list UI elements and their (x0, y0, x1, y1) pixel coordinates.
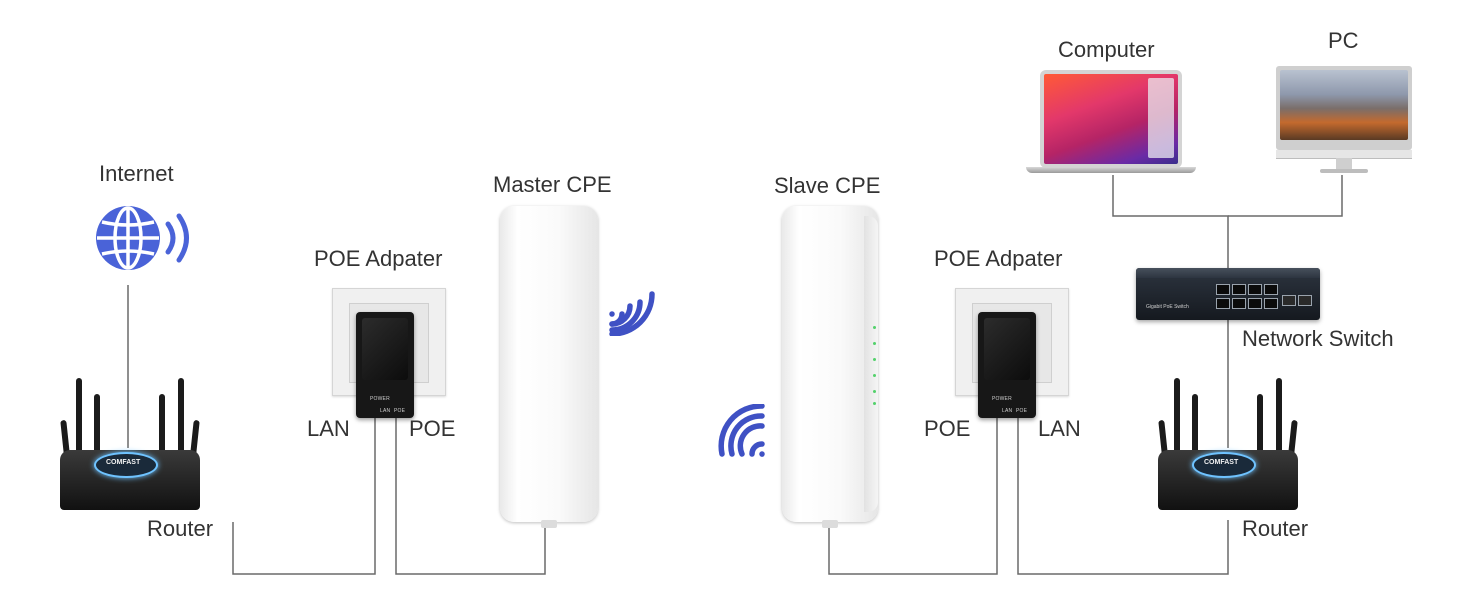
computer-label: Computer (1058, 37, 1155, 62)
router-left: COMFAST (54, 378, 204, 514)
wire-slave-poe (828, 418, 998, 575)
poe-right-poe-text: POE (1016, 408, 1028, 414)
wifi-signal-icon (718, 404, 765, 457)
poe-right-poe-label: POE (924, 416, 971, 441)
wire-router-lan (232, 418, 376, 575)
switch-label-text: Gigabit PoE Switch (1146, 304, 1189, 310)
poe-left-poe-text: POE (394, 408, 406, 414)
poe-left-poe-label: POE (409, 416, 456, 441)
network-switch-label: Network Switch (1242, 326, 1394, 351)
internet-label: Internet (99, 161, 174, 186)
wire-switch-computers (1112, 175, 1229, 268)
network-switch-device: Gigabit PoE Switch (1136, 268, 1320, 320)
poe-right-lan-text: LAN (1002, 408, 1013, 414)
poe-adapter-left-label: POE Adpater (314, 246, 443, 271)
wire-poe-master (395, 418, 546, 575)
poe-adapter-left: POWER LAN POE (356, 312, 414, 418)
laptop-device (1026, 70, 1196, 176)
router-left-logo: COMFAST (106, 459, 141, 466)
master-cpe-device (500, 206, 598, 528)
poe-left-lan-label: LAN (307, 416, 350, 441)
poe-right-power-text: POWER (992, 396, 1012, 402)
globe-icon (96, 206, 189, 270)
wifi-signal-icon (609, 291, 655, 336)
poe-left-lan-text: LAN (380, 408, 391, 414)
wifi-signal-icon (165, 221, 176, 255)
pc-monitor-device (1276, 66, 1412, 176)
master-cpe-label: Master CPE (493, 172, 612, 197)
router-right-label: Router (1242, 516, 1309, 541)
slave-cpe-label: Slave CPE (774, 173, 881, 198)
poe-right-lan-label: LAN (1038, 416, 1081, 441)
router-right: COMFAST (1152, 378, 1302, 514)
wire-switch-pc (1228, 175, 1343, 217)
poe-adapter-right-label: POE Adpater (934, 246, 1063, 271)
router-right-logo: COMFAST (1204, 459, 1239, 466)
poe-adapter-right: POWER LAN POE (978, 312, 1036, 418)
slave-cpe-device (782, 206, 878, 528)
poe-left-power-text: POWER (370, 396, 390, 402)
pc-label: PC (1328, 28, 1359, 53)
wire-lan-router (1017, 418, 1229, 575)
router-left-label: Router (147, 516, 214, 541)
